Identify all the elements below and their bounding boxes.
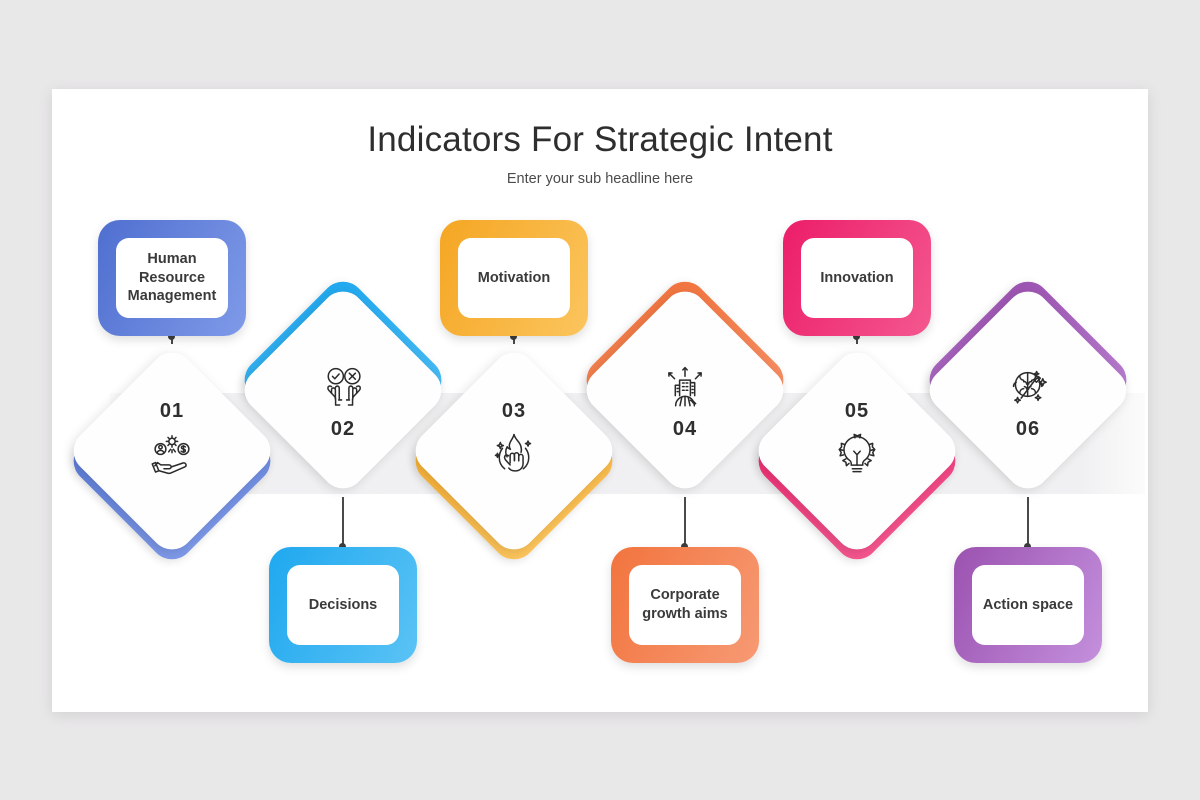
hands-check-cross-icon [320, 364, 366, 410]
connector-dot-03 [510, 333, 518, 340]
label-card-text-04: Corporate growth aims [629, 565, 741, 645]
label-card-04[interactable]: Corporate growth aims [611, 547, 759, 663]
diamond-content-05: 05 [781, 375, 933, 527]
label-card-text-05: Innovation [801, 238, 913, 318]
step-number-05: 05 [844, 400, 870, 422]
label-card-03[interactable]: Motivation [440, 220, 588, 336]
step-diamond-05[interactable]: 05 [749, 343, 965, 569]
label-card-text-03: Motivation [458, 238, 570, 318]
diamond-content-06: 06 [952, 314, 1104, 466]
connector-line-01 [168, 333, 176, 344]
connector-line-05 [853, 333, 861, 344]
connector-dot-04 [681, 543, 689, 550]
label-card-text-06: Action space [972, 565, 1084, 645]
step-number-06: 06 [1015, 418, 1041, 440]
label-card-02[interactable]: Decisions [269, 547, 417, 663]
step-diamond-06[interactable]: 06 [920, 272, 1136, 498]
page-title: Indicators For Strategic Intent [367, 120, 833, 159]
fist-flame-icon [491, 431, 537, 477]
brain-magic-wand-icon [1005, 364, 1051, 410]
label-card-text-01: Human Resource Management [116, 238, 228, 318]
label-card-06[interactable]: Action space [954, 547, 1102, 663]
step-number-04: 04 [672, 418, 698, 440]
connector-dot-06 [1024, 543, 1032, 550]
diamond-content-01: 01 [96, 375, 248, 527]
label-card-text-02: Decisions [287, 565, 399, 645]
step-number-03: 03 [501, 400, 527, 422]
connector-line-06 [1024, 497, 1032, 550]
label-card-05[interactable]: Innovation [783, 220, 931, 336]
hand-holding-people-gear-money-icon [149, 431, 195, 477]
step-diamond-02[interactable]: 02 [235, 272, 451, 498]
connector-dot-01 [168, 333, 176, 340]
diamond-content-02: 02 [267, 314, 419, 466]
diamond-content-03: 03 [438, 375, 590, 527]
connector-dot-02 [339, 543, 347, 550]
slide-canvas: Indicators For Strategic Intent Enter yo… [52, 89, 1148, 712]
connector-line-03 [510, 333, 518, 344]
buildings-growth-arrows-icon [662, 364, 708, 410]
step-number-01: 01 [159, 400, 185, 422]
step-diamond-01[interactable]: 01 [64, 343, 280, 569]
connector-dot-05 [853, 333, 861, 340]
label-card-01[interactable]: Human Resource Management [98, 220, 246, 336]
step-diamond-04[interactable]: 04 [577, 272, 793, 498]
connector-line-04 [681, 497, 689, 550]
page-subtitle: Enter your sub headline here [506, 171, 694, 187]
step-diamond-03[interactable]: 03 [406, 343, 622, 569]
lightbulb-gear-icon [834, 431, 880, 477]
step-number-02: 02 [330, 418, 356, 440]
diamond-content-04: 04 [609, 314, 761, 466]
connector-line-02 [339, 497, 347, 550]
